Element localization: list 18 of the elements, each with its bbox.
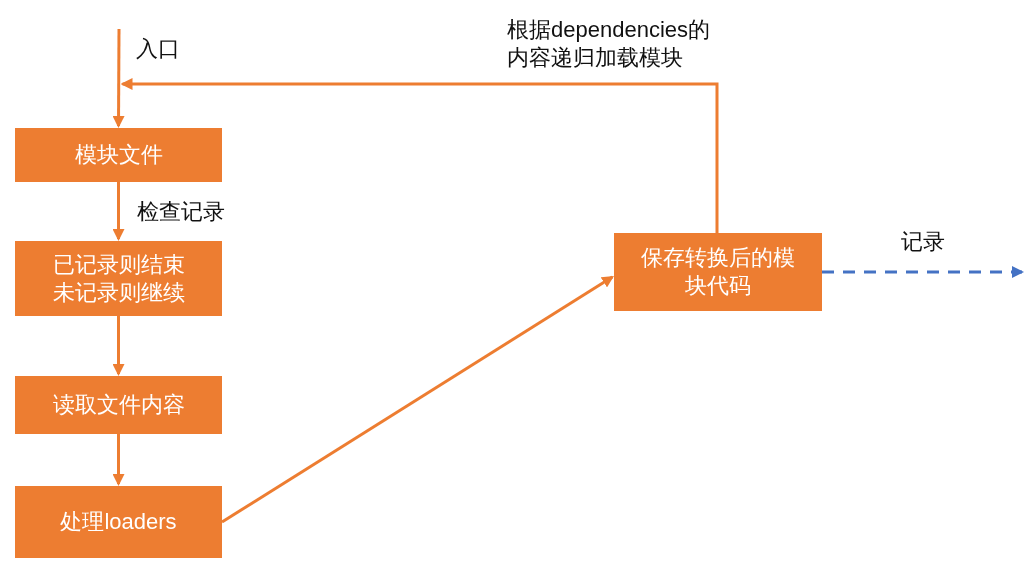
step-label: 保存转换后的模块代码: [640, 244, 796, 300]
process-box: [15, 241, 222, 316]
step-label: 已记录则结束未记录则继续: [51, 250, 186, 307]
process-box: [15, 376, 222, 434]
dashed-arrow: [822, 266, 1024, 278]
step-label: 处理loaders: [60, 508, 177, 536]
arrow: [112, 316, 125, 376]
step-label: 读取文件内容: [52, 391, 185, 419]
arrow: [221, 275, 614, 524]
arrow: [112, 29, 125, 128]
edge-label: 入口: [136, 35, 180, 63]
step-label: 模块文件: [74, 141, 163, 169]
process-box: [15, 486, 222, 558]
arrow: [120, 78, 719, 233]
process-box: [15, 128, 222, 182]
arrow: [112, 182, 125, 241]
arrow: [112, 434, 125, 486]
process-box: [614, 233, 822, 311]
